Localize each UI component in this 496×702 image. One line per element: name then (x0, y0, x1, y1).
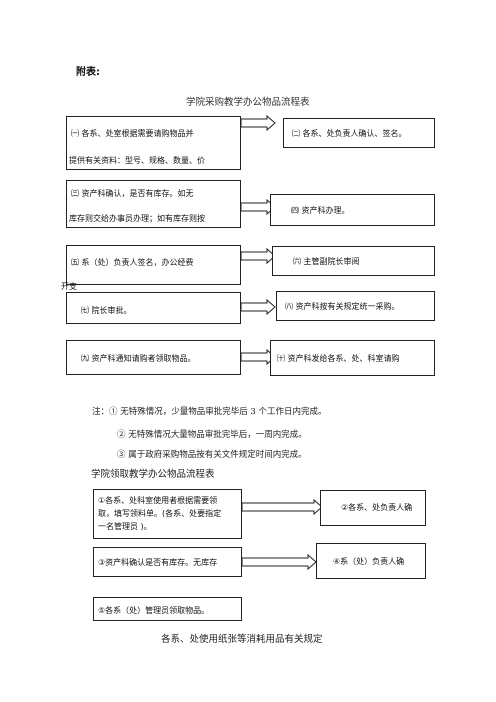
flow1-step-1-box: ㈠ 各系、处室根据需要请购物品并 提供有关资料：型号、规格、数量、价 (66, 116, 241, 170)
flow1-step-5-line2: 开支 (61, 282, 77, 291)
flow1-note-2: ② 无特殊情况大量物品审批完毕后，一周内完成。 (117, 430, 307, 440)
flow1-step-8-box: ㈧ 资产科按有关规定统一采购。 (276, 291, 435, 321)
flow1-arrow-4 (240, 298, 276, 316)
flow1-step-3-line2: 库存则交给办事员办理；如有库存则按 (69, 214, 205, 223)
flow1-step-9-line1: ㈨ 资产科通知请购者领取物品。 (81, 354, 196, 363)
flow1-step-6-line1: ㈥ 主管副院长审阅 (293, 257, 360, 266)
flow1-arrow-3 (240, 247, 276, 265)
footer-heading: 各系、处使用纸张等消耗用品有关规定 (161, 634, 323, 645)
flow1-step-4-line1: ㈣ 资产科办理。 (291, 206, 350, 215)
flow2-step-2-box: ②各系、处负责人确 (320, 490, 426, 526)
flow2-step-4-box: ④系（处）负责人确 (316, 543, 426, 579)
flow1-arrow-1 (240, 114, 276, 132)
flow1-step-1-line2: 提供有关资料：型号、规格、数量、价 (69, 156, 205, 165)
flow1-step-4-box: ㈣ 资产科办理。 (270, 194, 435, 226)
flow1-step-8-line1: ㈧ 资产科按有关规定统一采购。 (285, 302, 400, 311)
flow2-step-4-line1: ④系（处）负责人确 (333, 557, 405, 566)
flow2-step-3-line1: ③资产科确认是否有库存。无库存 (98, 558, 218, 567)
flow2-arrow-2 (241, 553, 317, 571)
flow1-step-9-box: ㈨ 资产科通知请购者领取物品。 (66, 340, 241, 375)
flow1-step-3-box: ㈢ 资产科确认，是否有库存。如无 库存则交给办事员办理；如有库存则按 (66, 180, 241, 228)
flow2-arrow-1 (241, 498, 323, 516)
appendix-heading: 附表: (76, 67, 100, 78)
flow2-step-5-box: ⑤各系（处）管理员领取物品。 (93, 597, 242, 621)
flow1-step-6-box: ㈥ 主管副院长审阅 (272, 246, 435, 276)
flow1-step-5-box: ㈤ 系（处）负责人签名，办公经费 开支 (61, 245, 241, 291)
flow2-step-3-box: ③资产科确认是否有库存。无库存 (93, 547, 242, 577)
flow1-note-3: ③ 属于政府采购物品按有关文件规定时间内完成。 (117, 450, 307, 460)
flow2-step-1-line1: ①各系、处科室使用者根据需要领 (98, 496, 218, 505)
flow1-step-3-line1: ㈢ 资产科确认，是否有库存。如无 (71, 189, 194, 198)
flow1-step-7-box: ㈦ 院长审批。 (66, 292, 241, 324)
flow2-step-1-line3: 一名管理员 )。 (98, 522, 152, 531)
flow2-step-2-line1: ②各系、处负责人确 (341, 503, 413, 512)
flow2-step-1-box: ①各系、处科室使用者根据需要领 取，填写领料单。(各系、处要指定 一名管理员 )… (93, 489, 242, 539)
flow1-step-7-line1: ㈦ 院长审批。 (81, 306, 132, 315)
flow2-title: 学院领取教学办公物品流程表 (91, 469, 215, 480)
flow2-step-1-line2: 取，填写领料单。(各系、处要指定 (98, 509, 222, 518)
flow1-step-10-line1: ㈩ 资产科发给各系、处、科室请购 (277, 354, 400, 363)
flow1-step-2-line1: ㈡ 各系、处负责人确认、签名。 (292, 129, 407, 138)
flow1-step-1-line1: ㈠ 各系、处室根据需要请购物品并 (71, 129, 194, 138)
flow1-step-2-box: ㈡ 各系、处负责人确认、签名。 (283, 118, 435, 148)
flow1-title: 学院采购教学办公物品流程表 (186, 97, 310, 108)
flow1-step-10-box: ㈩ 资产科发给各系、处、科室请购 (270, 340, 435, 376)
flow2-step-5-line1: ⑤各系（处）管理员领取物品。 (98, 606, 210, 615)
flow1-note-1: 注：① 无特殊情况，少量物品审批完毕后 3 个工作日内完成。 (92, 407, 327, 417)
flow1-step-5-line1: ㈤ 系（处）负责人签名，办公经费 (71, 258, 194, 267)
